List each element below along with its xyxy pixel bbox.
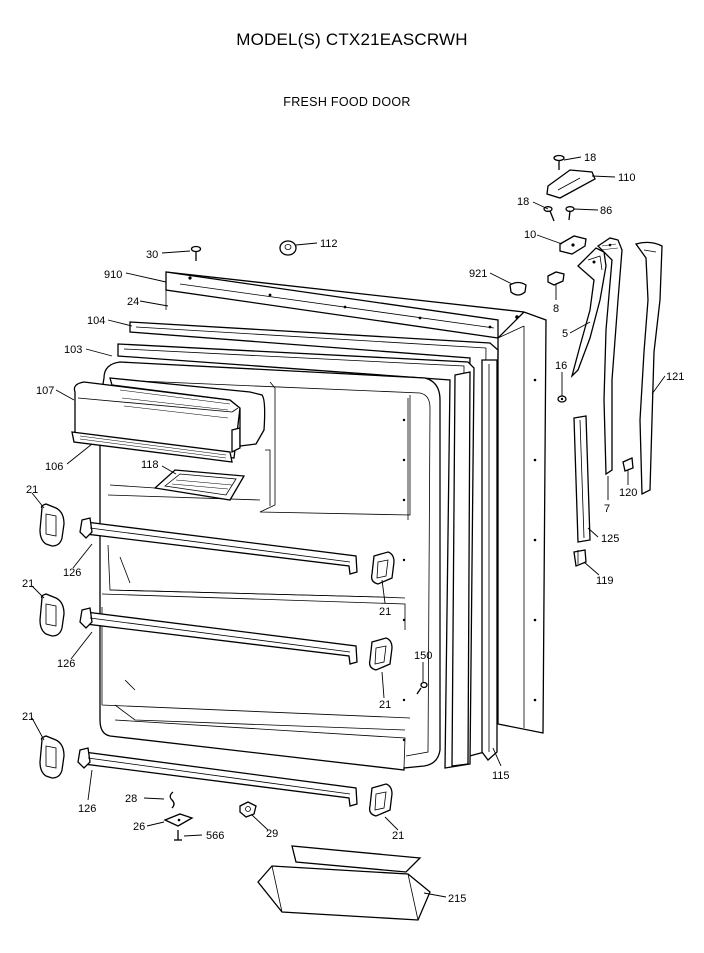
rail-end-cap: [368, 637, 393, 671]
door-liner-frame: [117, 343, 475, 769]
screw-16: [557, 395, 567, 403]
callout-30: 30: [146, 249, 158, 261]
callout-16: 16: [555, 360, 567, 372]
hinge-cover-110: [546, 169, 596, 199]
callout-126: 126: [63, 567, 81, 579]
callout-5: 5: [562, 328, 568, 340]
rail-end-cap: [39, 735, 65, 779]
stop-bar-125: [573, 415, 591, 543]
screw-150: [416, 681, 428, 695]
callout-119: 119: [596, 575, 614, 587]
callout-118: 118: [141, 459, 159, 471]
section-title: FRESH FOOD DOOR: [283, 95, 411, 109]
hinge-bracket-10: [559, 235, 587, 255]
callout-21: 21: [379, 699, 391, 711]
screw-18-top: [553, 154, 565, 170]
rail-end-cap: [370, 551, 395, 585]
callout-10: 10: [524, 229, 536, 241]
panel-screw-holes: [188, 276, 537, 702]
callout-21: 21: [379, 606, 391, 618]
door-gasket: [129, 321, 499, 761]
callout-29: 29: [266, 828, 278, 840]
screw-18-mid: [543, 206, 555, 222]
clip-119: [573, 549, 587, 567]
callout-110: 110: [618, 172, 636, 184]
door-shelf-rail-upper: [79, 517, 358, 575]
callout-21: 21: [392, 830, 404, 842]
callout-18: 18: [517, 196, 529, 208]
callout-21: 21: [26, 484, 38, 496]
hinge-bushing-8: [547, 271, 565, 286]
callout-21: 21: [22, 578, 34, 590]
door-handle-121: [634, 241, 663, 496]
callout-24: 24: [127, 296, 139, 308]
screw-86: [565, 206, 575, 221]
spring-28: [169, 791, 175, 809]
outer-door-panel: [165, 271, 547, 734]
callout-104: 104: [87, 315, 105, 327]
rail-end-cap: [368, 783, 393, 817]
callout-labels: 18 110 18 86 10 30 112 910 921 24 8 104 …: [22, 152, 684, 905]
callout-7: 7: [604, 503, 610, 515]
rail-end-cap: [39, 503, 65, 547]
callout-126: 126: [78, 803, 96, 815]
model-title: MODEL(S) CTX21EASCRWH: [236, 30, 468, 49]
callout-910: 910: [104, 269, 122, 281]
callout-18: 18: [584, 152, 596, 164]
nut-29: [239, 801, 257, 818]
callout-125: 125: [601, 533, 619, 545]
callout-8: 8: [553, 303, 559, 315]
callout-150: 150: [414, 650, 432, 662]
callout-21: 21: [22, 711, 34, 723]
callout-120: 120: [619, 487, 637, 499]
callout-215: 215: [448, 893, 466, 905]
leader-lines: [31, 156, 666, 898]
callout-86: 86: [600, 205, 612, 217]
bracket-120: [622, 457, 634, 472]
callout-112: 112: [320, 238, 338, 250]
door-bin-215: [257, 845, 431, 921]
door-liner: [99, 361, 441, 771]
hinge-5: [570, 247, 607, 379]
callout-107: 107: [36, 385, 54, 397]
callout-121: 121: [666, 371, 684, 383]
door-shelf-rail-middle: [79, 607, 358, 665]
dairy-hinge: [71, 431, 233, 463]
plug-921: [509, 281, 527, 296]
door-shelf-rail-lower: [77, 747, 358, 807]
callout-115: 115: [492, 770, 510, 782]
door-stop-7: [596, 237, 623, 476]
screw-566: [174, 830, 182, 841]
callout-106: 106: [45, 461, 63, 473]
butter-tray: [153, 469, 246, 501]
callout-103: 103: [64, 344, 82, 356]
clip-26: [163, 813, 194, 827]
screw-30: [190, 245, 202, 261]
callout-566: 566: [206, 830, 224, 842]
callout-126: 126: [57, 658, 75, 670]
callout-28: 28: [125, 793, 137, 805]
rail-end-cap: [39, 593, 65, 637]
callout-921: 921: [469, 268, 487, 280]
callout-26: 26: [133, 821, 145, 833]
plug-112: [279, 240, 297, 256]
